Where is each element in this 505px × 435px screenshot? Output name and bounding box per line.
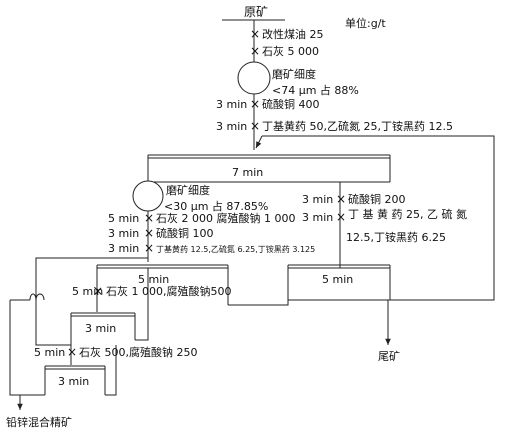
reagent-label: 改性煤油 25 xyxy=(262,27,324,41)
reagent-cross-icon: × xyxy=(250,44,260,58)
cleaner1-time: 5 min xyxy=(138,273,169,286)
reagent-cross-icon: × xyxy=(250,119,260,133)
regrind-reagent: 石灰 2 000 腐殖酸钠 1 000 xyxy=(156,211,295,225)
cleaner2-reagent-time: 5 min xyxy=(34,346,65,359)
cleaner2-reagent: 石灰 500,腐殖酸钠 250 xyxy=(79,345,197,359)
conditioning-time: 3 min xyxy=(216,120,247,133)
grind-spec: <74 μm 占 88% xyxy=(272,83,359,97)
cleaner1-reagent-time: 5 min xyxy=(72,285,103,298)
cleaner2-time: 3 min xyxy=(85,322,116,335)
regrind-mill-icon xyxy=(132,180,164,212)
reagent-cross-icon: × xyxy=(144,226,154,240)
cleaner2-cell xyxy=(70,312,136,340)
regrind-time: 3 min xyxy=(108,242,139,255)
regrind-title: 磨矿细度 xyxy=(166,183,210,197)
scavenger-reagent: 硫酸铜 200 xyxy=(348,192,406,206)
left-loop-line xyxy=(35,265,71,346)
left-loop-top xyxy=(35,257,148,265)
scavenger-reagent: 丁 基 黄 药 25, 乙 硫 氮 xyxy=(348,207,467,221)
cleaner1-cell xyxy=(96,264,229,305)
scavenger-time: 5 min xyxy=(322,273,353,286)
cleaner3-cell xyxy=(44,365,106,395)
cleaner3-time: 3 min xyxy=(58,375,89,388)
cleaner2-tail-line xyxy=(135,268,149,341)
reagent-cross-icon: × xyxy=(144,211,154,225)
reagent-cross-icon: × xyxy=(67,345,77,359)
reagent-cross-icon: × xyxy=(336,192,346,206)
regrind-time: 3 min xyxy=(108,227,139,240)
scavenger-time: 3 min xyxy=(302,211,333,224)
reagent-cross-icon: × xyxy=(336,210,346,224)
rougher-time: 7 min xyxy=(232,166,263,179)
grind-title: 磨矿细度 xyxy=(272,67,316,81)
reagent-label: 丁基黄药 50,乙硫氮 25,丁铵黑药 12.5 xyxy=(262,119,453,133)
regrind-reagent: 硫酸铜 100 xyxy=(156,226,214,240)
crossover-bump-icon xyxy=(35,293,45,301)
feed-label: 原矿 xyxy=(244,5,268,19)
reagent-label: 硫酸铜 400 xyxy=(262,97,320,111)
cleaner3-tail-line xyxy=(105,345,117,396)
conditioning-time: 3 min xyxy=(216,98,247,111)
cleaner1-reagent: 石灰 1 000,腐殖酸钠500 xyxy=(106,284,231,298)
outer-loop-line xyxy=(9,300,45,396)
primary-mill-icon xyxy=(237,61,271,95)
reagent-cross-icon: × xyxy=(144,241,154,255)
unit-label: 单位:g/t xyxy=(345,16,386,30)
concentrate-label: 铅锌混合精矿 xyxy=(6,415,72,429)
scavenger-cell xyxy=(287,264,391,301)
regrind-spec: <30 μm 占 87.85% xyxy=(164,199,268,213)
cleaner1-tail-line xyxy=(228,300,289,306)
rougher-cell xyxy=(147,154,391,183)
scavenger-reagent-cont: 12.5,丁铵黑药 6.25 xyxy=(346,230,446,244)
reagent-cross-icon: × xyxy=(250,27,260,41)
reagent-cross-icon: × xyxy=(250,97,260,111)
scavenger-time: 3 min xyxy=(302,193,333,206)
regrind-reagent: 丁基黄药 12.5,乙硫氮 6.25,丁铵黑药 3.125 xyxy=(156,244,315,254)
tailings-label: 尾矿 xyxy=(378,350,400,363)
return-arrow-icon xyxy=(255,135,263,149)
reagent-label: 石灰 5 000 xyxy=(262,44,319,58)
regrind-time: 5 min xyxy=(108,212,139,225)
reagent-cross-icon: × xyxy=(93,284,103,298)
crossover-bump-icon xyxy=(29,293,37,301)
